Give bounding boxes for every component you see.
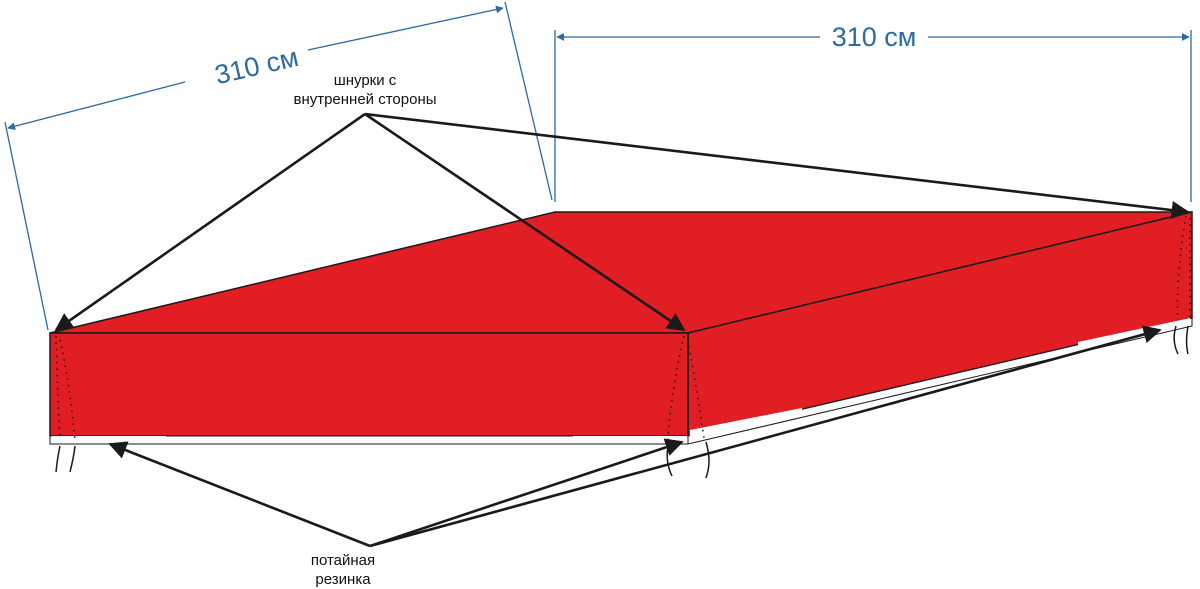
elastic-arrow-front-left: [108, 441, 371, 548]
elastic-arrow-side-right: [369, 325, 1162, 548]
mat-body: [49, 211, 1193, 445]
elastic-label-line2: резинка: [315, 571, 371, 588]
elastic-arrow-side-left: [369, 438, 684, 548]
dim-line-depth-b: [307, 5, 504, 51]
mat-front-face: [49, 332, 689, 437]
dim-line-depth-a: [7, 81, 186, 131]
elastic-strip-front-left: [52, 436, 166, 443]
elastic-strip-front-right: [573, 436, 687, 443]
ext-line-depth-right: [504, 1, 553, 201]
dimension-width: 310 см: [554, 22, 1192, 202]
laces-arrow-back-right: [364, 112, 1190, 220]
ext-line-depth-left: [4, 121, 49, 331]
depth-dimension-label: 310 см: [212, 42, 301, 90]
side-hem-strip: [687, 317, 1193, 445]
laces-arrow-front-left: [54, 112, 366, 332]
width-dimension-label: 310 см: [832, 22, 917, 52]
callout-laces: шнурки с внутренней стороны: [54, 72, 1190, 332]
laces-label-line2: внутренней стороны: [293, 91, 436, 108]
elastic-strip-side-left: [690, 408, 803, 438]
elastic-strip-side-right: [1078, 318, 1190, 349]
callout-elastic: потайная резинка: [108, 325, 1162, 588]
laces-label-line1: шнурки с: [334, 72, 397, 89]
lace-front-right: [667, 335, 685, 441]
inner-laces: [55, 215, 1191, 479]
elastic-label-line1: потайная: [311, 552, 375, 569]
laces-arrow-front-right: [364, 112, 686, 332]
